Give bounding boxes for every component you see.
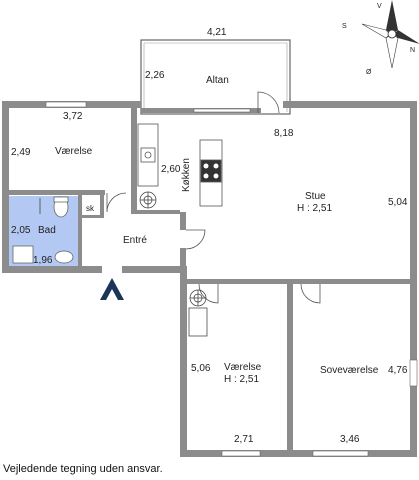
room-label-vaerelse-top: Værelse — [55, 146, 93, 157]
room-label-bad: Bad — [38, 225, 56, 236]
kitchen-counter — [137, 123, 223, 207]
room-label-vaerelse-bottom-height: H : 2,51 — [224, 374, 259, 385]
compass-west: S — [342, 23, 347, 30]
room-label-altan: Altan — [206, 75, 229, 86]
dim-vaerelse-top-width: 3,72 — [63, 111, 83, 122]
compass-icon: V N Ø S — [342, 0, 419, 76]
windows — [45, 101, 418, 457]
bath-fixtures — [12, 196, 74, 264]
room-label-vaerelse-bottom: Værelse — [224, 362, 262, 373]
dim-altan-depth: 2,26 — [145, 70, 165, 81]
compass-east: N — [410, 47, 415, 54]
room-label-sk: sk — [86, 204, 95, 213]
balcony — [140, 39, 291, 115]
dim-koekken-depth: 2,60 — [161, 164, 181, 175]
dim-vaerelse-bottom-depth: 5,06 — [191, 363, 211, 374]
doors — [106, 91, 321, 304]
entrance-arrow-icon — [100, 278, 124, 300]
dim-bad-width: 1,96 — [33, 255, 53, 266]
room-label-stue: Stue — [305, 191, 326, 202]
dim-stue-depth: 5,04 — [388, 197, 408, 208]
dim-altan-width: 4,21 — [207, 27, 227, 38]
room-label-stue-height: H : 2,51 — [297, 203, 332, 214]
dim-vaerelse-top-depth: 2,49 — [11, 147, 31, 158]
disclaimer-text: Vejledende tegning uden ansvar. — [3, 463, 163, 475]
compass-south: Ø — [366, 69, 372, 76]
dim-bad-depth: 2,05 — [11, 225, 31, 236]
dim-sovevaerelse-width: 3,46 — [340, 434, 360, 445]
room-label-entre: Entré — [123, 235, 147, 246]
vent-icons — [139, 191, 208, 337]
room-label-koekken: Køkken — [181, 158, 192, 192]
dim-sovevaerelse-depth: 4,76 — [388, 365, 408, 376]
dim-stue-width: 8,18 — [274, 128, 294, 139]
compass-north: V — [377, 3, 382, 10]
room-label-sovevaerelse: Soveværelse — [320, 365, 379, 376]
dim-vaerelse-bottom-width: 2,71 — [234, 434, 254, 445]
